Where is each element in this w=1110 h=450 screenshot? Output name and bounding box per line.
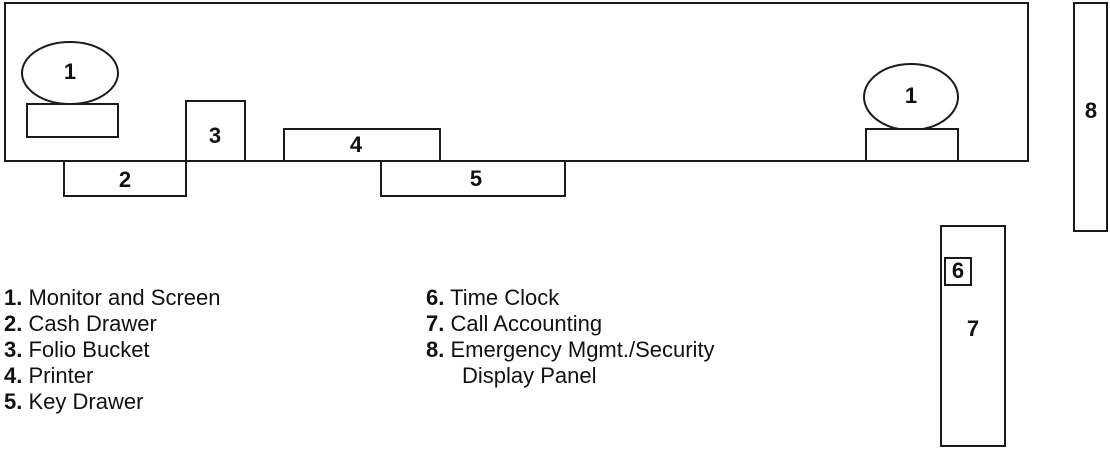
key-drawer-label: 5 xyxy=(470,166,482,191)
cash-drawer-label: 2 xyxy=(119,167,131,192)
legend-text: Time Clock xyxy=(450,285,560,310)
legend-number: 1. xyxy=(4,285,23,310)
legend-item-key-drawer: 5. Key Drawer xyxy=(4,389,220,415)
legend-item-cash-drawer: 2. Cash Drawer xyxy=(4,311,220,337)
legend-number: 8. xyxy=(426,337,445,362)
legend-text: Printer xyxy=(28,363,94,388)
legend-text: Call Accounting xyxy=(450,311,603,336)
legend-item-folio-bucket: 3. Folio Bucket xyxy=(4,337,220,363)
legend-right: 6. Time Clock 7. Call Accounting 8. Emer… xyxy=(426,285,715,389)
monitor-right-label: 1 xyxy=(905,83,917,108)
legend-text: Key Drawer xyxy=(28,389,144,414)
legend-text: Folio Bucket xyxy=(28,337,150,362)
legend-number: 4. xyxy=(4,363,23,388)
desk-counter xyxy=(4,2,1029,162)
legend-number: 6. xyxy=(426,285,445,310)
folio-bucket xyxy=(185,100,246,162)
printer-label: 4 xyxy=(350,132,363,157)
legend-item-time-clock: 6. Time Clock xyxy=(426,285,715,311)
legend-number: 3. xyxy=(4,337,23,362)
legend-item-printer: 4. Printer xyxy=(4,363,220,389)
legend-number: 5. xyxy=(4,389,23,414)
emergency-panel-label: 8 xyxy=(1085,98,1097,123)
monitor-right-base xyxy=(865,128,959,162)
time-clock-label: 6 xyxy=(952,258,964,283)
legend-item-emergency-panel-continued: Display Panel xyxy=(462,363,597,388)
cash-drawer xyxy=(63,160,187,197)
monitor-left-label: 1 xyxy=(64,59,76,84)
legend-number: 2. xyxy=(4,311,23,336)
legend-text: Emergency Mgmt./Security xyxy=(450,337,715,362)
legend-item-emergency-panel: 8. Emergency Mgmt./Security xyxy=(426,337,715,363)
legend-item-call-accounting: 7. Call Accounting xyxy=(426,311,715,337)
time-clock xyxy=(944,257,972,286)
legend-text: Monitor and Screen xyxy=(28,285,221,310)
folio-bucket-label: 3 xyxy=(209,123,221,148)
emergency-panel xyxy=(1073,2,1108,232)
legend-text: Cash Drawer xyxy=(28,311,157,336)
legend-item-monitor: 1. Monitor and Screen xyxy=(4,285,220,311)
legend-number: 7. xyxy=(426,311,445,336)
key-drawer xyxy=(380,160,566,197)
legend-left: 1. Monitor and Screen 2. Cash Drawer 3. … xyxy=(4,285,220,415)
monitor-left-base xyxy=(26,103,119,138)
call-accounting-label: 7 xyxy=(967,316,979,341)
printer xyxy=(283,128,441,162)
